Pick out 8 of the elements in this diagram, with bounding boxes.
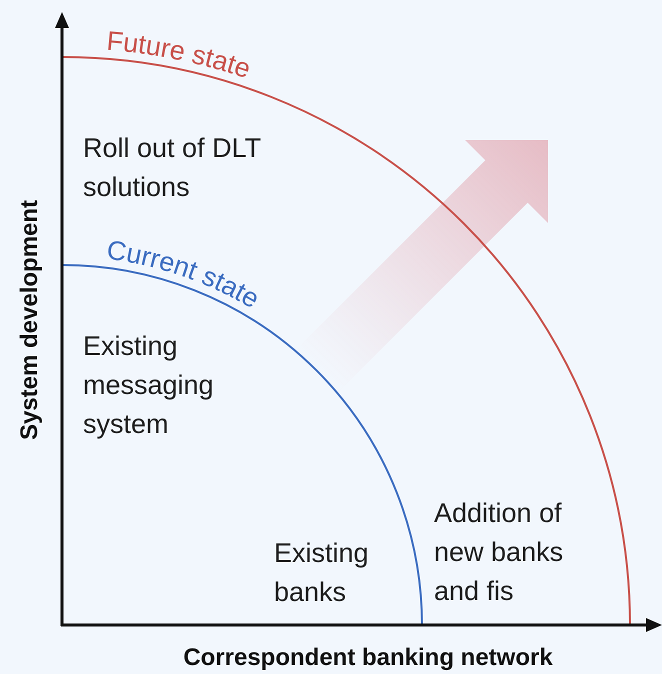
- axis-title: System development: [16, 200, 44, 440]
- region-label: Existing banks: [274, 537, 370, 609]
- curve-label: Future state: [105, 26, 254, 84]
- region-label: Roll out of DLT solutions: [83, 132, 262, 204]
- axis-title: Correspondent banking network: [183, 644, 553, 672]
- region-label: Addition of new banks and fis: [434, 497, 564, 608]
- curve-label: Current state: [104, 234, 265, 314]
- region-label: Existing messaging system: [83, 330, 215, 441]
